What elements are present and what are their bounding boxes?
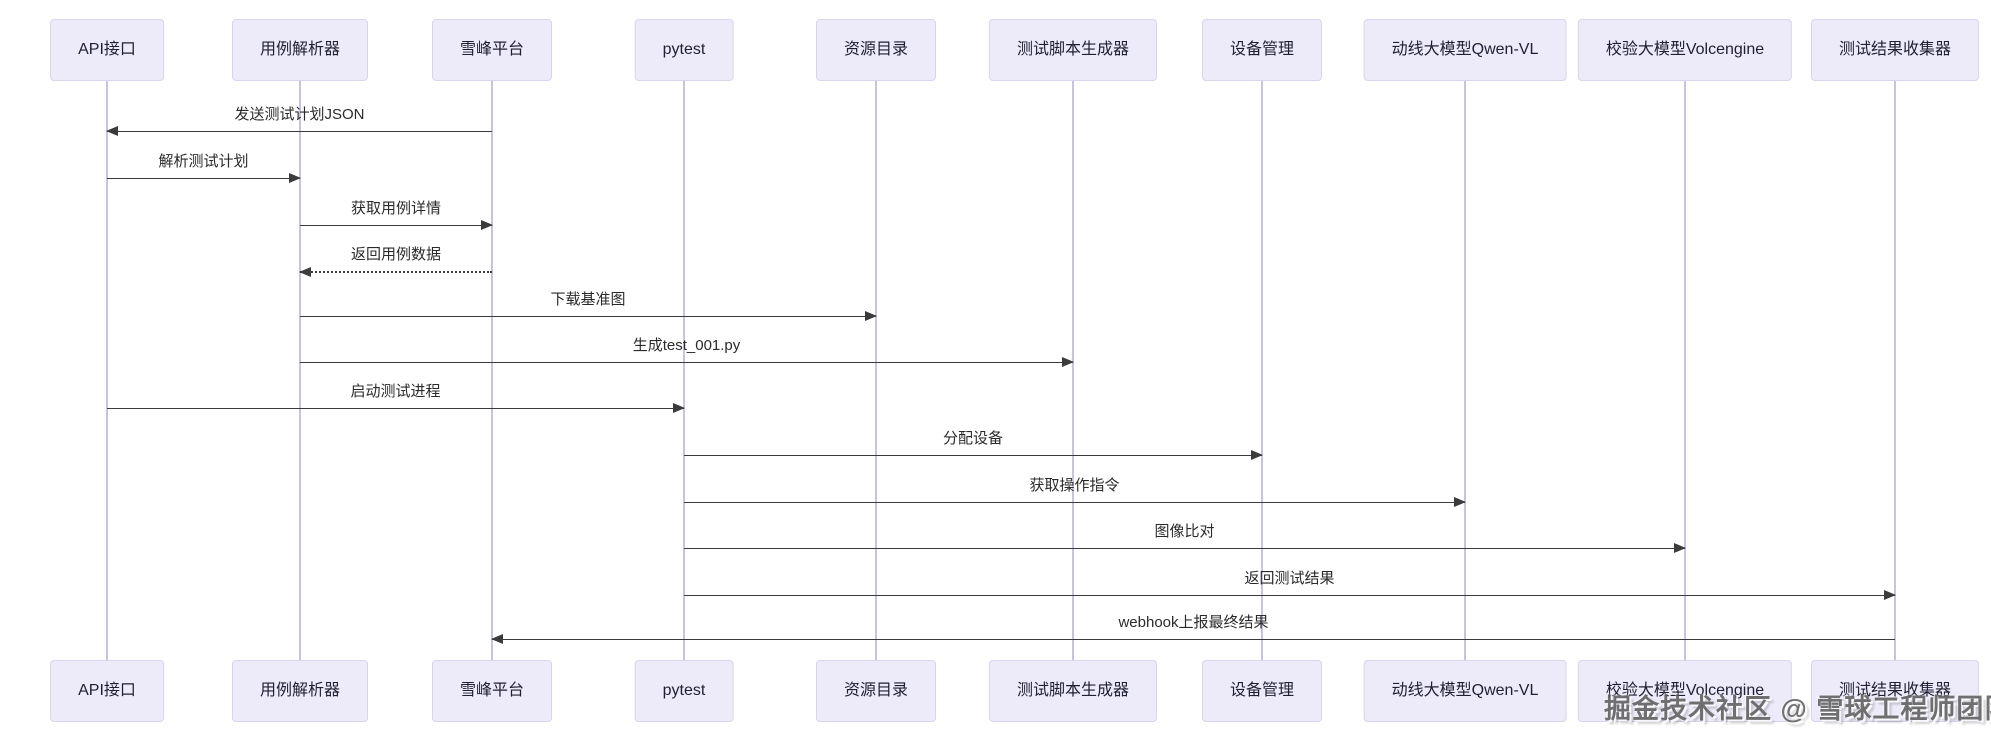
lifeline-volcengine (1684, 80, 1686, 661)
arrowhead-icon (106, 126, 118, 136)
message-arrow-11 (684, 590, 1896, 600)
message-arrow-7 (107, 403, 685, 413)
participant-api-top: API接口 (50, 19, 164, 81)
message-arrow-8 (684, 450, 1263, 460)
participant-case-parser-bottom: 用例解析器 (231, 660, 369, 722)
participant-result-collector-bottom: 测试结果收集器 (1810, 660, 1980, 722)
arrowhead-icon (1454, 497, 1466, 507)
participant-pytest-top: pytest (634, 19, 734, 81)
message-arrow-2 (107, 173, 301, 183)
participant-resource-catalog-top: 资源目录 (815, 19, 937, 81)
lifeline-script-generator (1072, 80, 1074, 661)
participant-result-collector-top: 测试结果收集器 (1810, 19, 1980, 81)
message-label-12: webhook上报最终结果 (1118, 614, 1269, 631)
lifeline-api (106, 80, 108, 661)
participant-device-manager-top: 设备管理 (1201, 19, 1323, 81)
message-arrow-6 (300, 357, 1074, 367)
participant-qwen-vl-top: 动线大模型Qwen-VL (1363, 19, 1567, 81)
message-arrow-5 (300, 311, 877, 321)
message-label-8: 分配设备 (942, 430, 1004, 447)
participant-qwen-vl-bottom: 动线大模型Qwen-VL (1363, 660, 1567, 722)
participant-case-parser-top: 用例解析器 (231, 19, 369, 81)
participant-api-bottom: API接口 (50, 660, 164, 722)
message-label-9: 获取操作指令 (1029, 477, 1120, 494)
arrowhead-icon (673, 403, 685, 413)
arrowhead-icon (481, 220, 493, 230)
message-label-11: 返回测试结果 (1244, 570, 1335, 587)
arrowhead-icon (1062, 357, 1074, 367)
lifeline-pytest (683, 80, 685, 661)
lifeline-case-parser (299, 80, 301, 661)
participant-resource-catalog-bottom: 资源目录 (815, 660, 937, 722)
arrowhead-icon (1251, 450, 1263, 460)
message-label-1: 发送测试计划JSON (234, 106, 365, 123)
message-label-7: 启动测试进程 (350, 383, 441, 400)
message-label-4: 返回用例数据 (350, 246, 442, 263)
message-label-5: 下载基准图 (550, 291, 626, 308)
message-label-3: 获取用例详情 (350, 200, 442, 217)
lifeline-result-collector (1894, 80, 1896, 661)
watermark: 掘金技术社区 @ 雪球工程师团队 (1604, 694, 1991, 724)
participant-pytest-bottom: pytest (634, 660, 734, 722)
participant-xuefeng-platform-bottom: 雪峰平台 (431, 660, 553, 722)
participant-xuefeng-platform-top: 雪峰平台 (431, 19, 553, 81)
message-arrow-9 (684, 497, 1466, 507)
arrowhead-icon (299, 267, 311, 277)
lifeline-xuefeng-platform (491, 80, 493, 661)
message-arrow-12 (491, 634, 1895, 644)
message-arrow-10 (684, 543, 1686, 553)
lifeline-device-manager (1261, 80, 1263, 661)
participant-script-generator-top: 测试脚本生成器 (988, 19, 1158, 81)
participant-volcengine-bottom: 校验大模型Volcengine (1577, 660, 1793, 722)
lifeline-qwen-vl (1464, 80, 1466, 661)
arrowhead-icon (289, 173, 301, 183)
message-label-6: 生成test_001.py (632, 337, 741, 354)
message-arrow-1 (106, 126, 492, 136)
lifeline-resource-catalog (875, 80, 877, 661)
participant-script-generator-bottom: 测试脚本生成器 (988, 660, 1158, 722)
message-arrow-3 (300, 220, 493, 230)
message-label-2: 解析测试计划 (158, 153, 249, 170)
participant-volcengine-top: 校验大模型Volcengine (1577, 19, 1793, 81)
message-label-10: 图像比对 (1154, 523, 1215, 540)
arrowhead-icon (491, 634, 503, 644)
arrowhead-icon (865, 311, 877, 321)
arrowhead-icon (1674, 543, 1686, 553)
arrowhead-icon (1884, 590, 1896, 600)
participant-device-manager-bottom: 设备管理 (1201, 660, 1323, 722)
message-arrow-4 (299, 267, 492, 277)
